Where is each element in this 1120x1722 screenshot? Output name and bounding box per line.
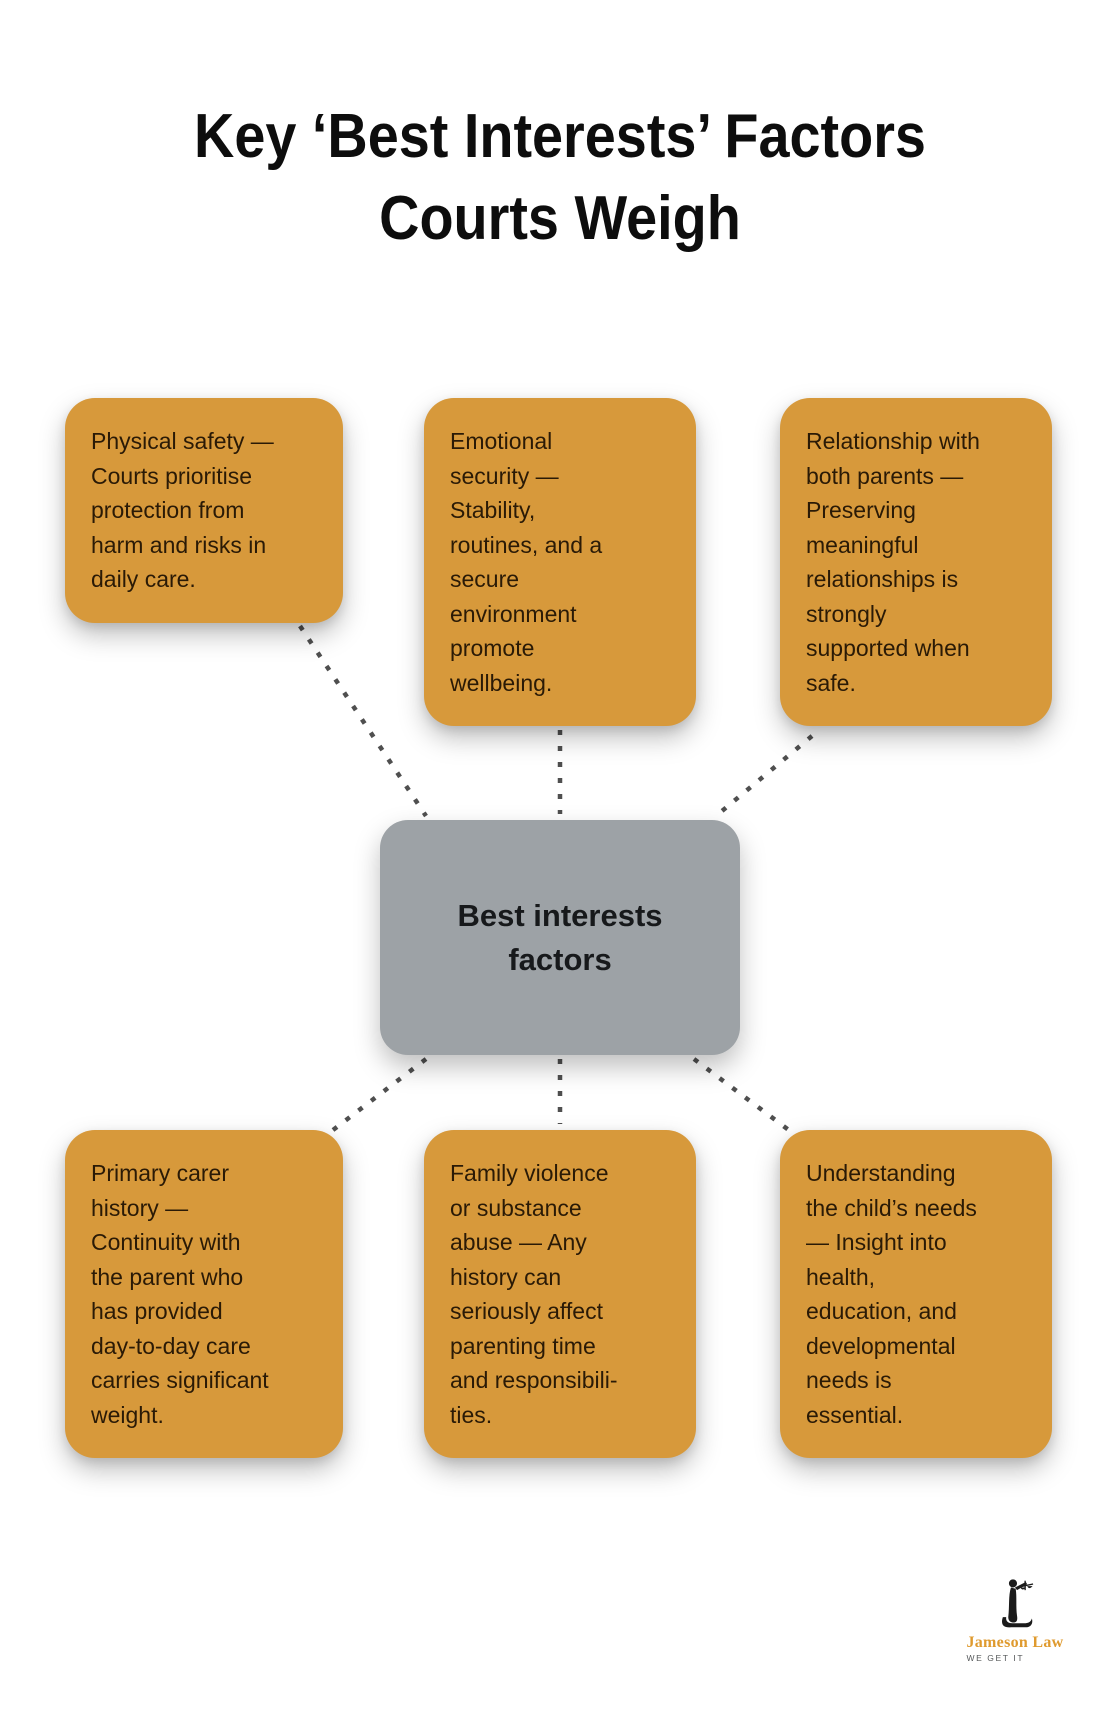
- factor-card-text: Primary carer history — Continuity with …: [91, 1160, 269, 1428]
- jameson-law-logo: Jameson Law WE GET IT: [950, 1578, 1080, 1666]
- page-title-line-1: Key ‘Best Interests’ Factors: [194, 102, 926, 171]
- page-title: Key ‘Best Interests’ Factors Courts Weig…: [56, 96, 1064, 260]
- factor-card-text: Relationship with both parents — Preserv…: [806, 428, 980, 696]
- factor-card-text: Family violence or substance abuse — Any…: [450, 1160, 618, 1428]
- connector-bottom-left: [314, 1057, 428, 1145]
- lady-justice-icon: [1002, 1579, 1034, 1628]
- factor-card-text: Physical safety — Courts prioritise prot…: [91, 428, 274, 592]
- factor-card-understanding-the-childs-needs: Understanding the child’s needs — Insigh…: [780, 1130, 1052, 1458]
- factor-card-primary-carer-history: Primary carer history — Continuity with …: [65, 1130, 343, 1458]
- factor-card-text: Emotional security — Stability, routines…: [450, 428, 603, 696]
- center-node-best-interests-factors: Best interests factors: [380, 820, 740, 1055]
- logo-tagline: WE GET IT: [966, 1653, 1025, 1663]
- logo-text-block: Jameson Law WE GET IT: [966, 1634, 1063, 1663]
- factor-card-emotional-security: Emotional security — Stability, routines…: [424, 398, 696, 726]
- factor-card-relationship-with-both-parents: Relationship with both parents — Preserv…: [780, 398, 1052, 726]
- factor-card-text: Understanding the child’s needs — Insigh…: [806, 1160, 977, 1428]
- connector-top-right: [714, 734, 814, 818]
- factor-card-family-violence-or-substance-abuse: Family violence or substance abuse — Any…: [424, 1130, 696, 1458]
- logo-name: Jameson Law: [966, 1634, 1064, 1651]
- page-title-line-2: Courts Weigh: [379, 183, 741, 253]
- connector-top-left: [298, 624, 428, 818]
- connector-bottom-right: [692, 1057, 808, 1145]
- center-node-label: Best interests factors: [457, 898, 663, 977]
- factor-card-physical-safety: Physical safety — Courts prioritise prot…: [65, 398, 343, 623]
